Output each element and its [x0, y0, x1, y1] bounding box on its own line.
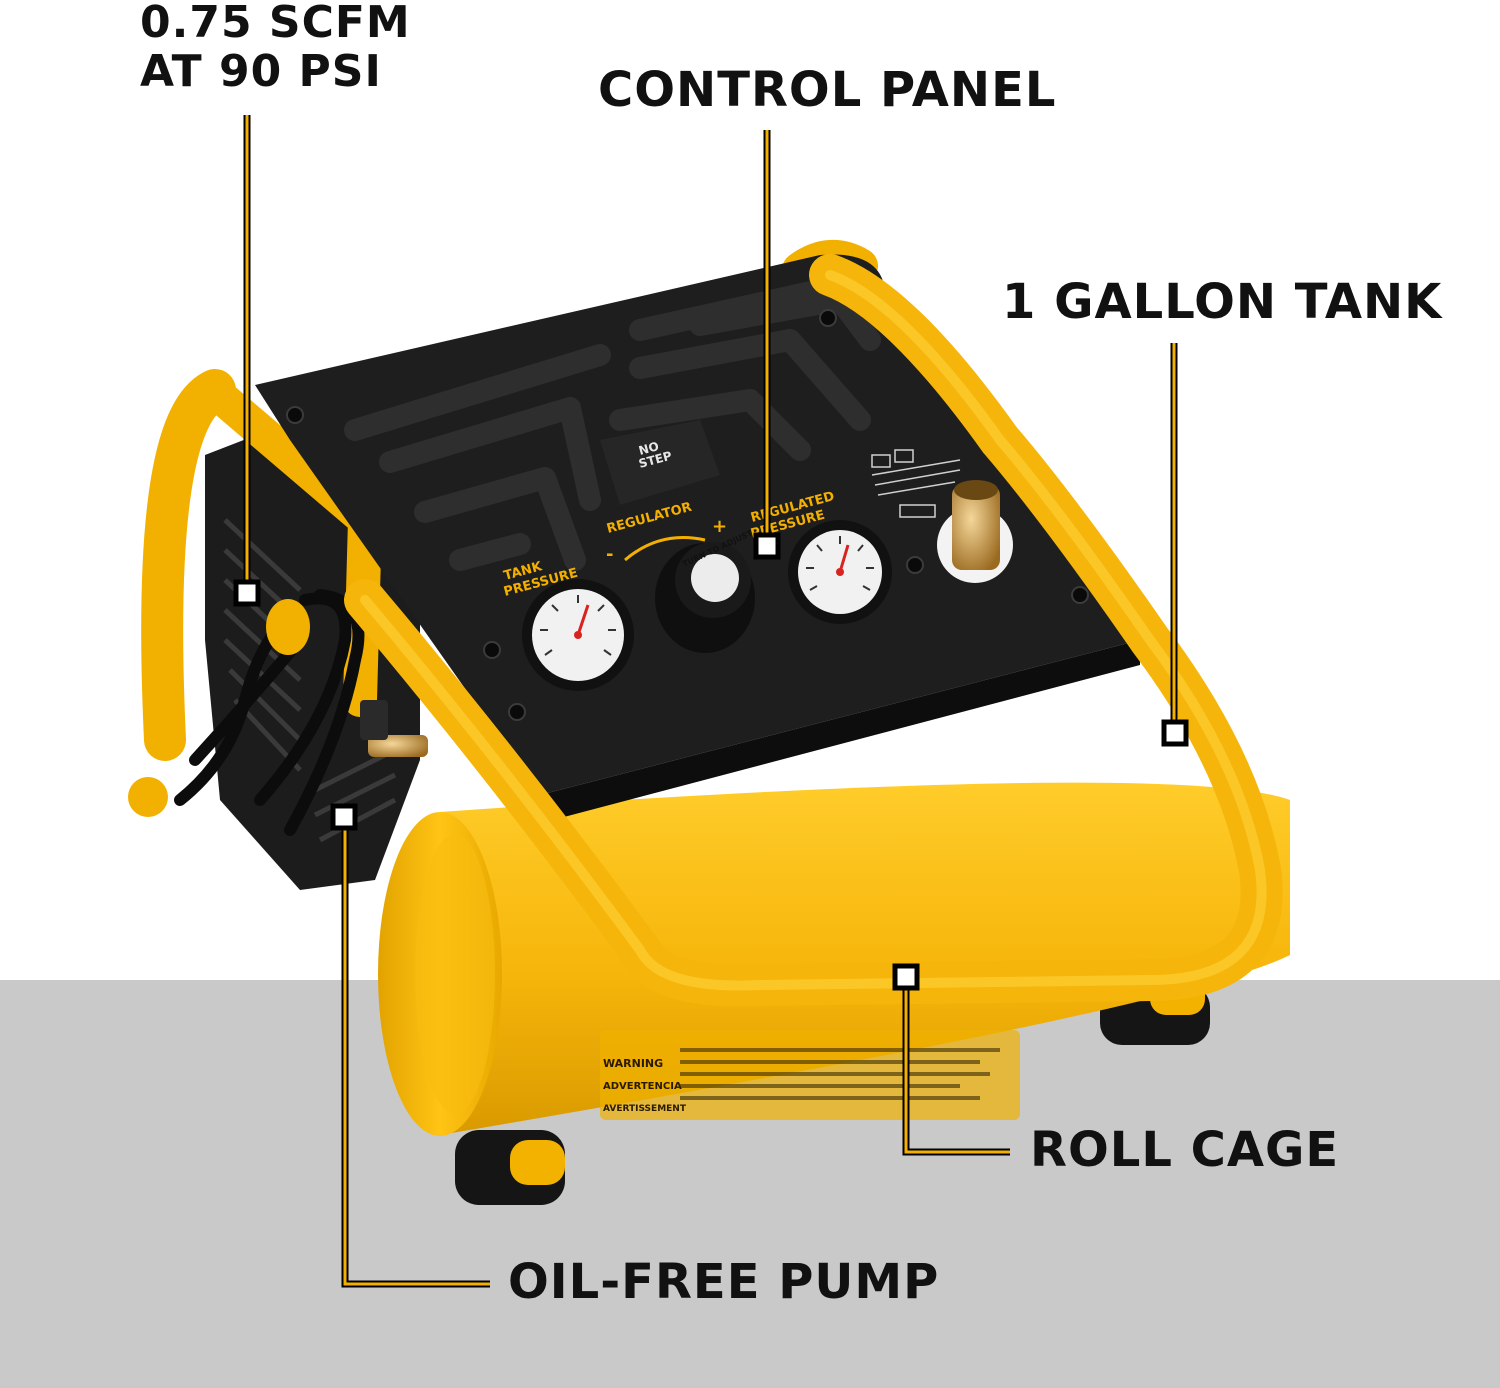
regulator-minus: -	[606, 544, 613, 565]
avertissement-text: AVERTISSEMENT	[603, 1104, 687, 1114]
scfm-callout: 0.75 SCFM AT 90 PSI	[140, 0, 411, 97]
outlet-fitting	[360, 700, 428, 757]
tank-callout: 1 GALLON TANK	[1002, 274, 1443, 330]
front-feet	[455, 1130, 565, 1205]
regulated-pressure-gauge	[788, 520, 892, 624]
control-panel-callout: CONTROL PANEL	[598, 62, 1057, 118]
pump-callout: OIL-FREE PUMP	[508, 1254, 940, 1310]
warning-text: WARNING	[603, 1057, 663, 1070]
roll-cage	[344, 254, 1283, 1007]
control-panel-plate: NO STEP TANK PRESSURE REGULATED PRESSURE…	[255, 254, 1140, 822]
scfm-callout-line1: 0.75 SCFM	[140, 0, 411, 48]
scfm-callout-line2: AT 90 PSI	[140, 46, 382, 98]
quick-coupler	[937, 480, 1013, 583]
air-tank: WARNING ADVERTENCIA AVERTISSEMENT	[378, 782, 1290, 1136]
no-step-line1: NO	[637, 439, 660, 458]
callout-markers	[233, 532, 1189, 991]
cord-wrap-posts	[128, 599, 310, 817]
tank-pressure-gauge	[522, 579, 634, 691]
advertencia-text: ADVERTENCIA	[603, 1081, 682, 1092]
roll-cage-callout: ROLL CAGE	[1030, 1122, 1340, 1178]
regulator-plus: +	[712, 516, 727, 537]
panel-pictograms	[871, 449, 961, 518]
callout-leaders	[243, 115, 1178, 1288]
